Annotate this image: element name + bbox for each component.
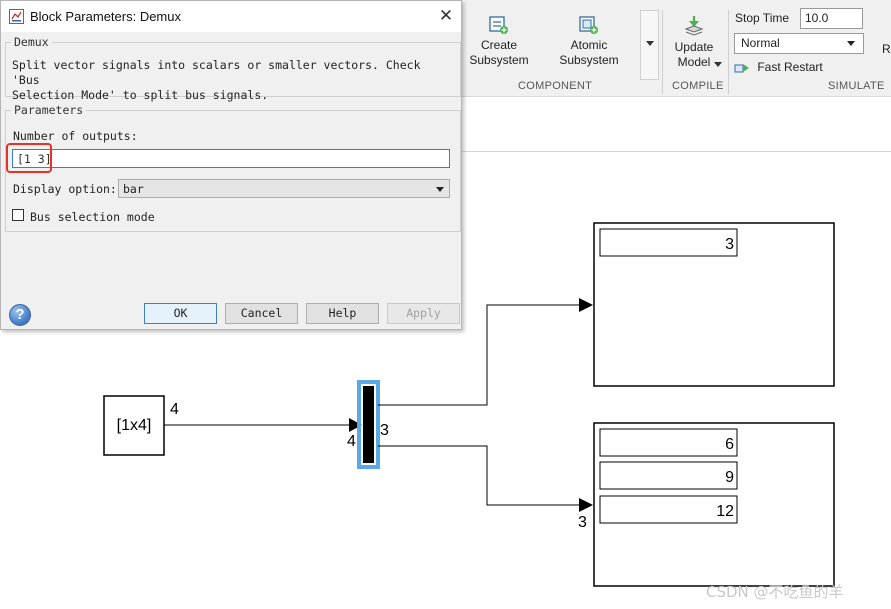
display2-value-1: 6 <box>725 436 734 453</box>
create-subsystem-label: Create Subsystem <box>469 38 529 67</box>
description-group-label: Demux <box>11 35 52 49</box>
atomic-subsystem-icon <box>579 16 598 34</box>
signal-line-output-2[interactable] <box>378 445 593 512</box>
run-button-label[interactable]: R <box>882 42 891 56</box>
chevron-down-icon <box>847 41 855 46</box>
help-icon[interactable]: ? <box>9 304 31 326</box>
stop-time-label: Stop Time <box>735 11 790 25</box>
dialog-titlebar[interactable]: Block Parameters: Demux ✕ <box>1 1 461 32</box>
compile-group-label: COMPILE <box>672 80 724 92</box>
display-block-2[interactable]: 6 9 12 <box>593 422 835 587</box>
ribbon-bottom-area <box>462 96 891 127</box>
chevron-down-icon <box>436 187 444 192</box>
cancel-button[interactable]: Cancel <box>225 303 298 324</box>
simulation-mode-value: Normal <box>741 36 780 50</box>
update-model-button[interactable]: Update Model <box>668 14 722 70</box>
gallery-expand-button[interactable] <box>640 10 659 80</box>
fast-restart-icon <box>734 63 749 73</box>
signal-line-output-1[interactable] <box>378 298 593 406</box>
ribbon-separator <box>662 10 663 94</box>
component-group-label: COMPONENT <box>518 80 593 92</box>
display-option-select[interactable]: bar <box>118 179 450 198</box>
ok-button[interactable]: OK <box>144 303 217 324</box>
fast-restart-button[interactable]: Fast Restart <box>734 60 823 78</box>
toolstrip: Create Subsystem Atomic Subsystem COMPON… <box>462 0 891 96</box>
display2-input-width-label: 3 <box>578 514 587 531</box>
number-of-outputs-label: Number of outputs: <box>13 129 138 143</box>
bus-selection-checkbox[interactable] <box>12 209 24 221</box>
number-of-outputs-input[interactable]: [1 3] <box>12 149 450 168</box>
update-model-label: Update Model <box>674 40 714 69</box>
atomic-subsystem-button[interactable]: Atomic Subsystem <box>556 14 622 68</box>
block-parameters-dialog: Block Parameters: Demux ✕ Demux Split ve… <box>0 0 462 330</box>
help-button[interactable]: Help <box>306 303 379 324</box>
description-group <box>5 42 461 97</box>
constant-block-value: [1x4] <box>117 417 152 434</box>
bus-selection-label: Bus selection mode <box>30 210 155 224</box>
atomic-subsystem-label: Atomic Subsystem <box>559 38 619 67</box>
create-subsystem-button[interactable]: Create Subsystem <box>466 14 532 68</box>
watermark: CSDN @不吃鱼的羊 <box>706 583 844 601</box>
demux-block[interactable] <box>357 380 380 469</box>
block-parameters-icon <box>9 9 24 24</box>
update-model-dropdown-icon[interactable] <box>714 62 722 67</box>
highlight-annotation <box>6 143 52 173</box>
demux-output-width-label: 3 <box>380 422 389 439</box>
canvas-divider <box>462 151 891 152</box>
display-option-value: bar <box>123 182 144 196</box>
simulation-mode-select[interactable]: Normal <box>734 33 864 54</box>
display-option-label: Display option: <box>13 182 117 196</box>
signal-line-input[interactable] <box>164 418 362 432</box>
fast-restart-label: Fast Restart <box>757 60 823 74</box>
signal-width-label: 4 <box>170 401 179 418</box>
create-subsystem-icon <box>489 16 508 34</box>
constant-block[interactable]: [1x4] <box>103 395 165 456</box>
stop-time-input[interactable]: 10.0 <box>800 8 863 29</box>
display-block-1[interactable]: 3 <box>593 222 835 387</box>
display2-value-2: 9 <box>725 469 734 486</box>
block-description: Split vector signals into scalars or sma… <box>12 58 421 102</box>
display1-value: 3 <box>725 236 734 253</box>
update-model-icon <box>684 16 704 36</box>
dialog-title: Block Parameters: Demux <box>30 9 181 24</box>
display2-value-3: 12 <box>716 503 734 520</box>
apply-button[interactable]: Apply <box>387 303 460 324</box>
ribbon-separator <box>728 10 729 94</box>
close-icon[interactable]: ✕ <box>438 6 454 25</box>
parameters-group-label: Parameters <box>11 103 87 117</box>
simulate-group-label: SIMULATE <box>828 80 885 92</box>
parameters-group <box>5 110 461 232</box>
demux-input-width-label: 4 <box>347 433 356 450</box>
